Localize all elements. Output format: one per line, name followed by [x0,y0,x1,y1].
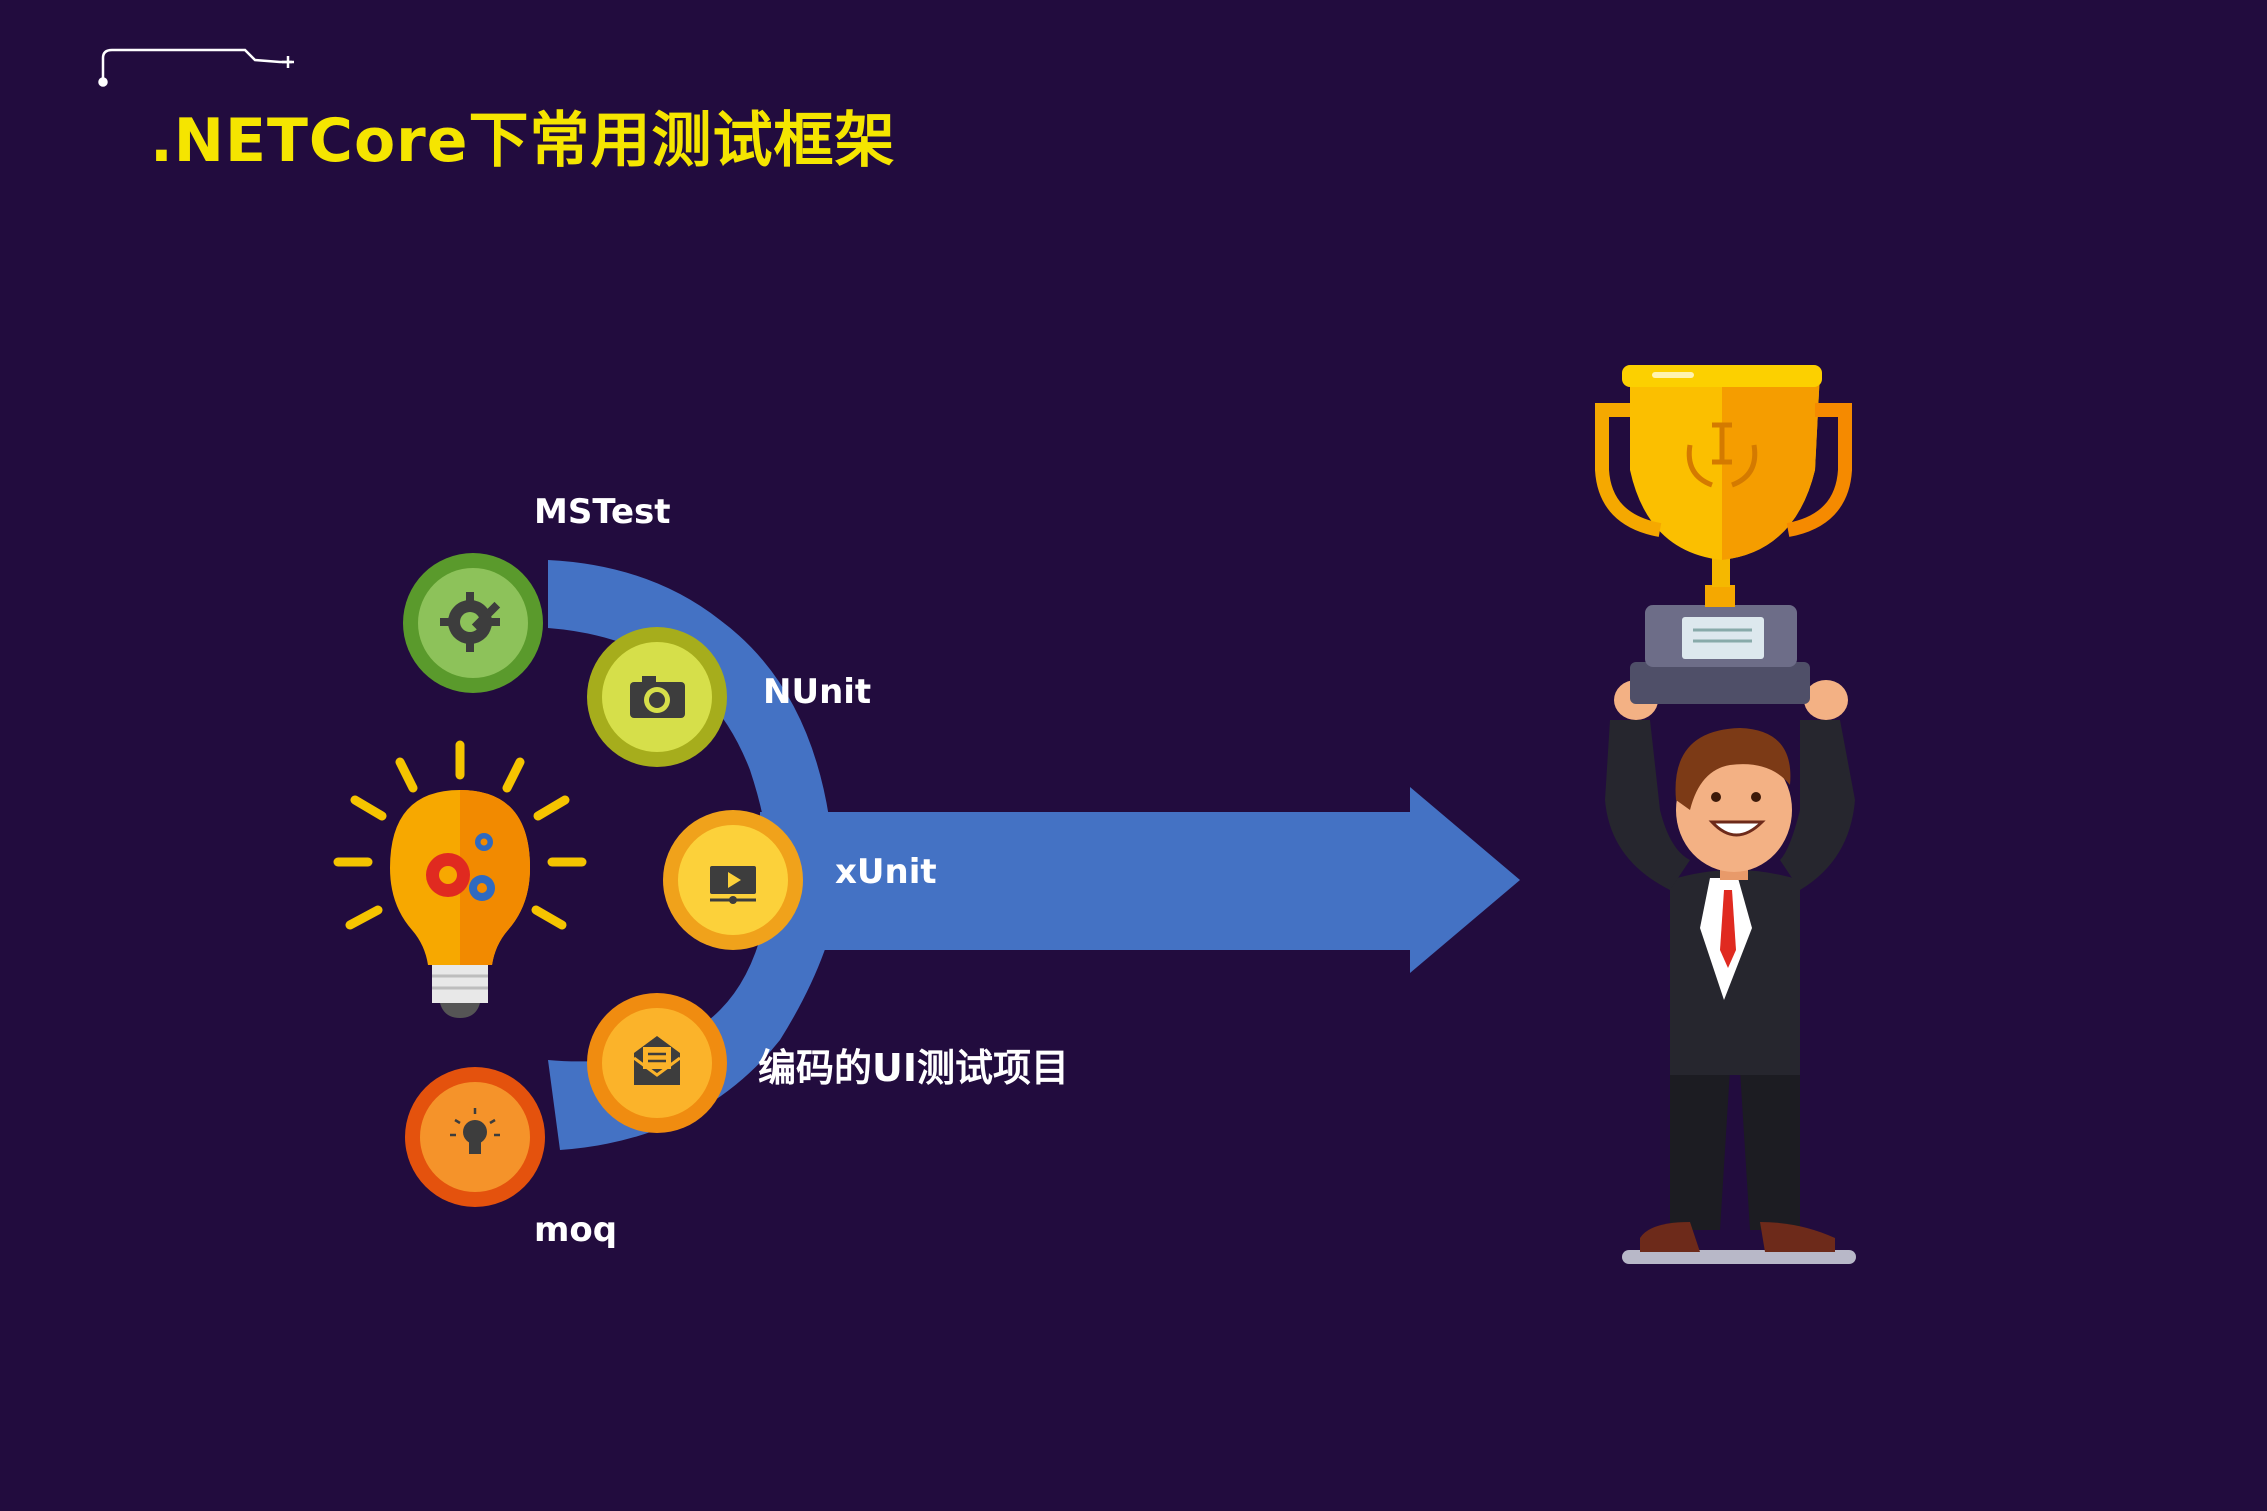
label-moq: moq [534,1210,618,1250]
idea-lightbulb-icon [333,740,587,1018]
moq-badge [405,1067,545,1207]
label-ui-test: 编码的UI测试项目 [758,1046,1069,1090]
circuit-decoration [98,48,294,87]
mstest-badge [403,553,543,693]
envelope-icon [633,1036,681,1085]
nunit-badge [587,627,727,767]
businessman-trophy-illustration [1595,365,1856,1264]
xunit-badge [663,810,803,950]
ui-test-badge [587,993,727,1133]
slide-title: .NETCore下常用测试框架 [150,106,896,176]
lightbulb-icon [450,1108,500,1154]
camera-icon [630,676,685,718]
video-play-icon [710,866,756,904]
label-nunit: NUnit [763,672,872,712]
gear-wrench-icon [440,592,501,652]
label-xunit: xUnit [835,852,937,892]
label-mstest: MSTest [534,492,671,532]
